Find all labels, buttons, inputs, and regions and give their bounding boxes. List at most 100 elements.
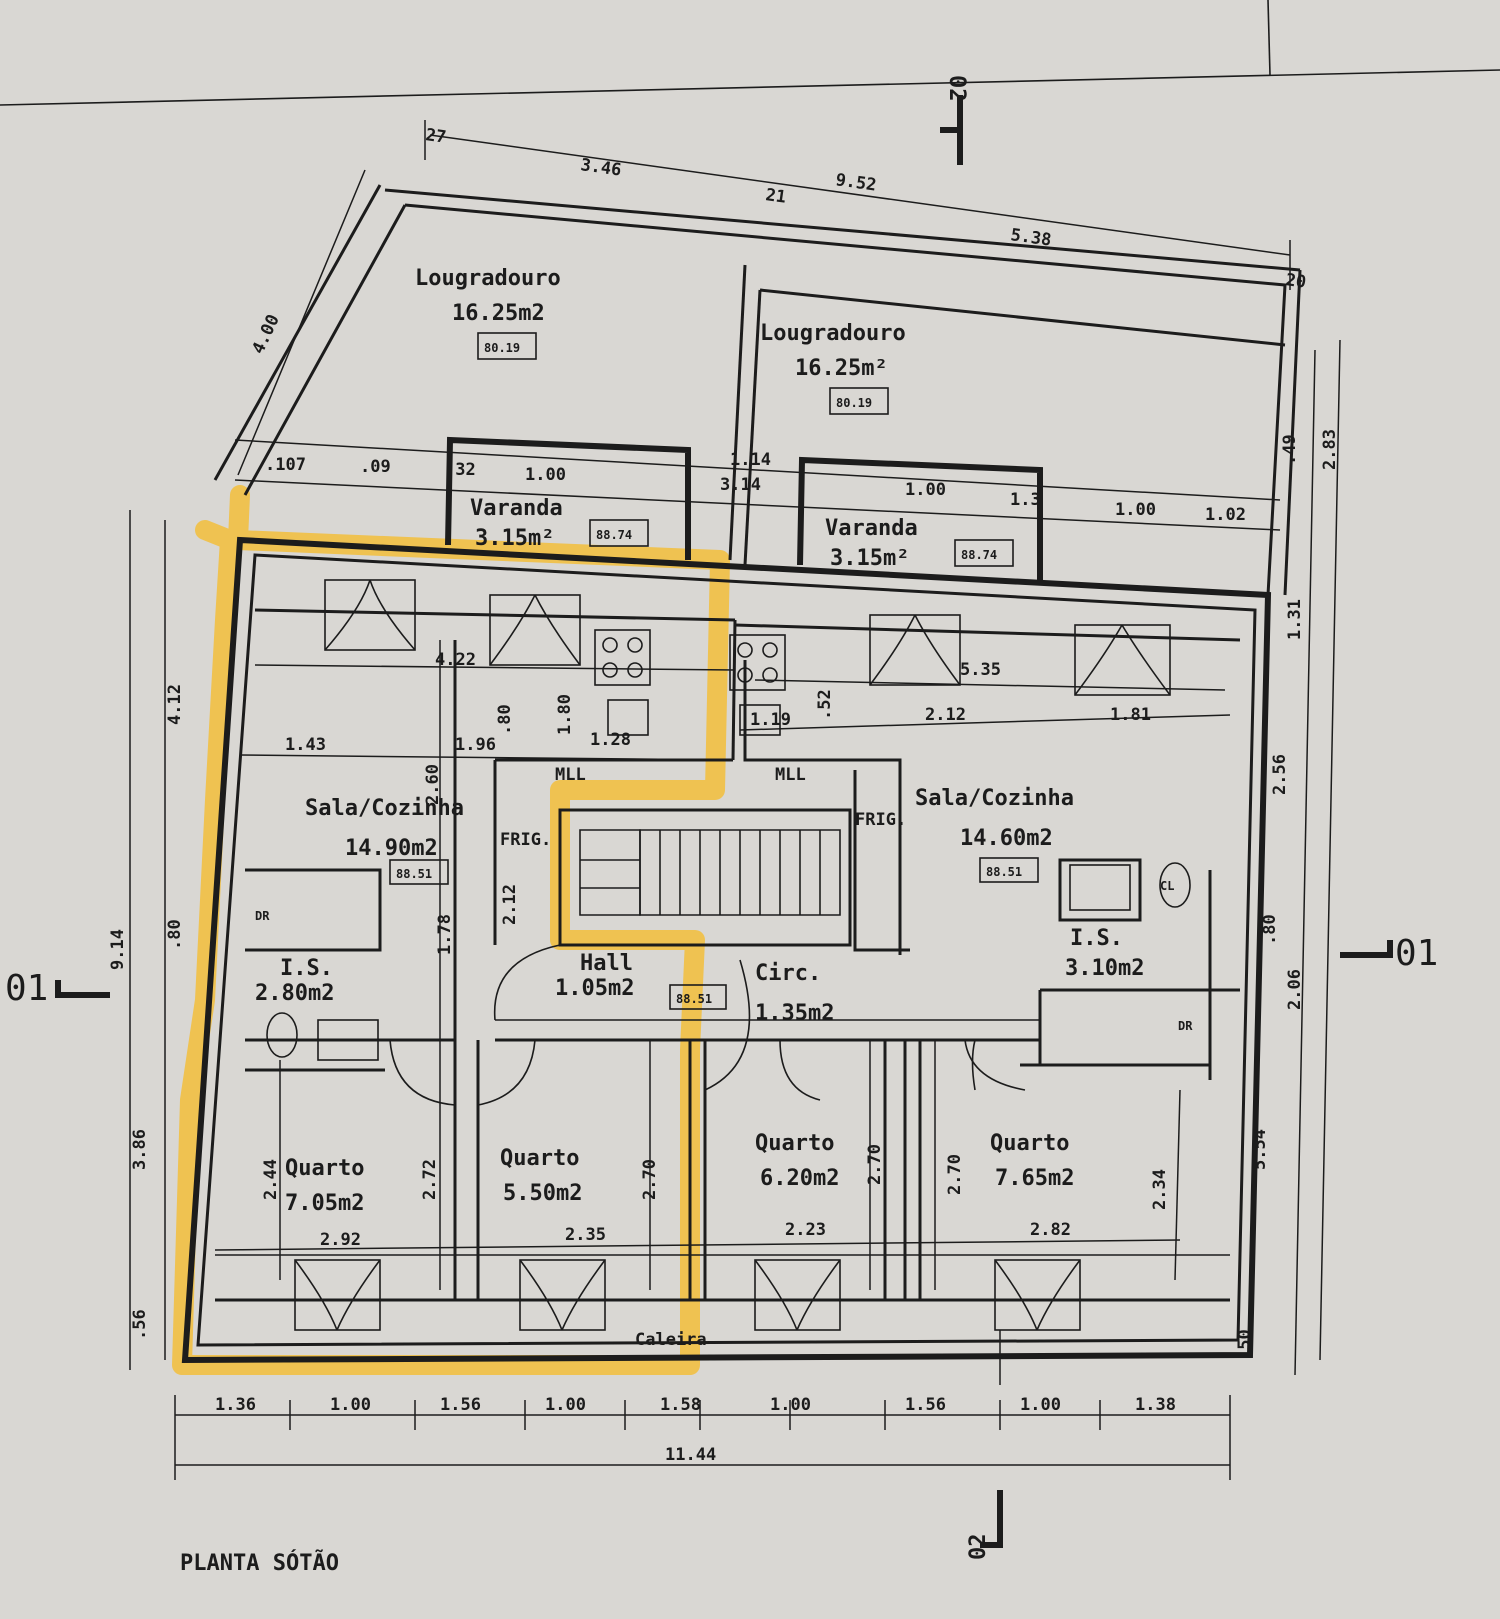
room-quarto-3: Quarto 6.20m2	[755, 1131, 839, 1191]
paper-edge-right	[1267, 0, 1271, 76]
svg-text:Lougradouro: Lougradouro	[415, 266, 561, 291]
svg-text:1.80: 1.80	[555, 694, 575, 735]
svg-text:1.96: 1.96	[455, 735, 496, 755]
outer-walls	[181, 184, 1302, 1364]
svg-text:2.80m2: 2.80m2	[255, 981, 334, 1006]
svg-text:.49: .49	[1280, 434, 1300, 465]
section-mark-01-right: 01	[1340, 933, 1438, 974]
svg-text:3.14: 3.14	[720, 475, 761, 495]
room-is-right: I.S. 3.10m2	[1065, 926, 1144, 981]
room-quarto-2: Quarto 5.50m2	[500, 1146, 582, 1206]
svg-text:1.35m2: 1.35m2	[755, 1001, 834, 1026]
svg-text:2.60: 2.60	[423, 764, 443, 805]
svg-text:1.81: 1.81	[1110, 705, 1151, 725]
svg-text:88.74: 88.74	[596, 528, 632, 542]
svg-text:Circ.: Circ.	[755, 961, 821, 986]
svg-text:02: 02	[966, 1534, 991, 1561]
svg-text:1.56: 1.56	[440, 1395, 481, 1415]
section-mark-02-top: 02	[940, 75, 969, 165]
svg-text:I.S.: I.S.	[1070, 926, 1123, 951]
dimensions-upper-row: .107 .09 .32 1.00 1.14 3.14 1.00 1.3 1.0…	[265, 450, 1246, 525]
svg-text:5.35: 5.35	[960, 660, 1001, 680]
svg-text:14.90m2: 14.90m2	[345, 836, 438, 861]
svg-text:1.14: 1.14	[730, 450, 771, 470]
svg-text:Varanda: Varanda	[470, 496, 563, 521]
room-is-left: I.S. 2.80m2	[255, 956, 334, 1006]
windows-top	[324, 579, 1171, 696]
svg-text:4.00: 4.00	[248, 312, 283, 358]
door-swings	[389, 944, 1026, 1106]
svg-text:9.14: 9.14	[108, 929, 128, 970]
svg-text:Quarto: Quarto	[500, 1146, 579, 1171]
svg-text:80.19: 80.19	[836, 396, 872, 410]
svg-text:DR: DR	[255, 909, 270, 923]
svg-text:5.50m2: 5.50m2	[503, 1181, 582, 1206]
svg-text:Quarto: Quarto	[990, 1131, 1069, 1156]
svg-text:2.12: 2.12	[500, 884, 520, 925]
svg-text:21: 21	[764, 185, 787, 208]
room-quarto-1: Quarto 7.05m2	[285, 1156, 364, 1216]
svg-text:14.60m2: 14.60m2	[960, 826, 1053, 851]
svg-text:01: 01	[5, 968, 48, 1009]
room-hall: Hall 1.05m2 88.51	[555, 951, 727, 1010]
svg-text:FRIG.: FRIG.	[500, 830, 551, 850]
svg-text:2.34: 2.34	[1150, 1169, 1170, 1210]
svg-text:1.05m2: 1.05m2	[555, 976, 634, 1001]
svg-text:2.82: 2.82	[1030, 1220, 1071, 1240]
dimension-lines	[129, 120, 1341, 1480]
svg-text:1.78: 1.78	[435, 914, 455, 955]
svg-text:1.43: 1.43	[285, 735, 326, 755]
svg-text:88.51: 88.51	[396, 867, 432, 881]
section-mark-02-bottom: 02	[966, 1490, 1003, 1561]
svg-text:MLL: MLL	[775, 765, 806, 785]
room-lougradouro-left: Lougradouro 16.25m2 80.19	[415, 266, 561, 360]
svg-text:1.31: 1.31	[1285, 599, 1305, 640]
svg-text:Sala/Cozinha: Sala/Cozinha	[305, 796, 464, 821]
svg-text:.56: .56	[130, 1309, 150, 1340]
svg-text:1.36: 1.36	[215, 1395, 256, 1415]
svg-text:6.20m2: 6.20m2	[760, 1166, 839, 1191]
section-mark-01-left: 01	[5, 968, 110, 1009]
dimensions-right-vertical: .49 2.83 1.31 2.56 .80 2.06 5.54 .50	[1235, 429, 1340, 1360]
svg-text:2.72: 2.72	[420, 1159, 440, 1200]
svg-text:Varanda: Varanda	[825, 516, 918, 541]
svg-text:11.44: 11.44	[665, 1445, 716, 1465]
svg-text:2.56: 2.56	[1270, 754, 1290, 795]
svg-text:16.25m2: 16.25m2	[452, 301, 545, 326]
svg-text:.80: .80	[1260, 914, 1280, 945]
svg-text:1.28: 1.28	[590, 730, 631, 750]
svg-text:1.00: 1.00	[905, 480, 946, 500]
svg-text:27: 27	[424, 125, 447, 148]
dimensions-bottom-row: 1.36 1.00 1.56 1.00 1.58 1.00 1.56 1.00 …	[215, 1395, 1176, 1465]
svg-text:1.00: 1.00	[330, 1395, 371, 1415]
room-varanda-left: Varanda 3.15m² 88.74	[470, 496, 649, 551]
svg-text:5.54: 5.54	[1250, 1129, 1270, 1170]
svg-text:Quarto: Quarto	[285, 1156, 364, 1181]
svg-text:1.00: 1.00	[1115, 500, 1156, 520]
svg-text:1.19: 1.19	[750, 710, 791, 730]
svg-text:88.51: 88.51	[986, 865, 1022, 879]
svg-text:16.25m²: 16.25m²	[795, 356, 888, 381]
svg-text:1.3: 1.3	[1010, 490, 1041, 510]
svg-text:Lougradouro: Lougradouro	[760, 321, 906, 346]
svg-text:2.83: 2.83	[1320, 429, 1340, 470]
svg-text:Caleira: Caleira	[635, 1330, 707, 1350]
svg-text:2.44: 2.44	[261, 1159, 281, 1200]
svg-text:3.15m²: 3.15m²	[475, 526, 554, 551]
svg-text:2.70: 2.70	[640, 1159, 660, 1200]
svg-text:2.70: 2.70	[945, 1154, 965, 1195]
svg-text:1.02: 1.02	[1205, 505, 1246, 525]
svg-text:1.38: 1.38	[1135, 1395, 1176, 1415]
svg-text:3.46: 3.46	[579, 155, 622, 181]
svg-text:.80: .80	[495, 704, 515, 735]
svg-text:1.00: 1.00	[545, 1395, 586, 1415]
svg-text:CL: CL	[1160, 879, 1174, 893]
svg-text:3.10m2: 3.10m2	[1065, 956, 1144, 981]
windows-bottom	[294, 1259, 1081, 1331]
svg-text:5.38: 5.38	[1009, 225, 1052, 251]
svg-text:.09: .09	[360, 457, 391, 477]
kitchen-fixtures	[266, 629, 1191, 1061]
svg-text:01: 01	[1395, 933, 1438, 974]
svg-text:Hall: Hall	[580, 951, 633, 976]
